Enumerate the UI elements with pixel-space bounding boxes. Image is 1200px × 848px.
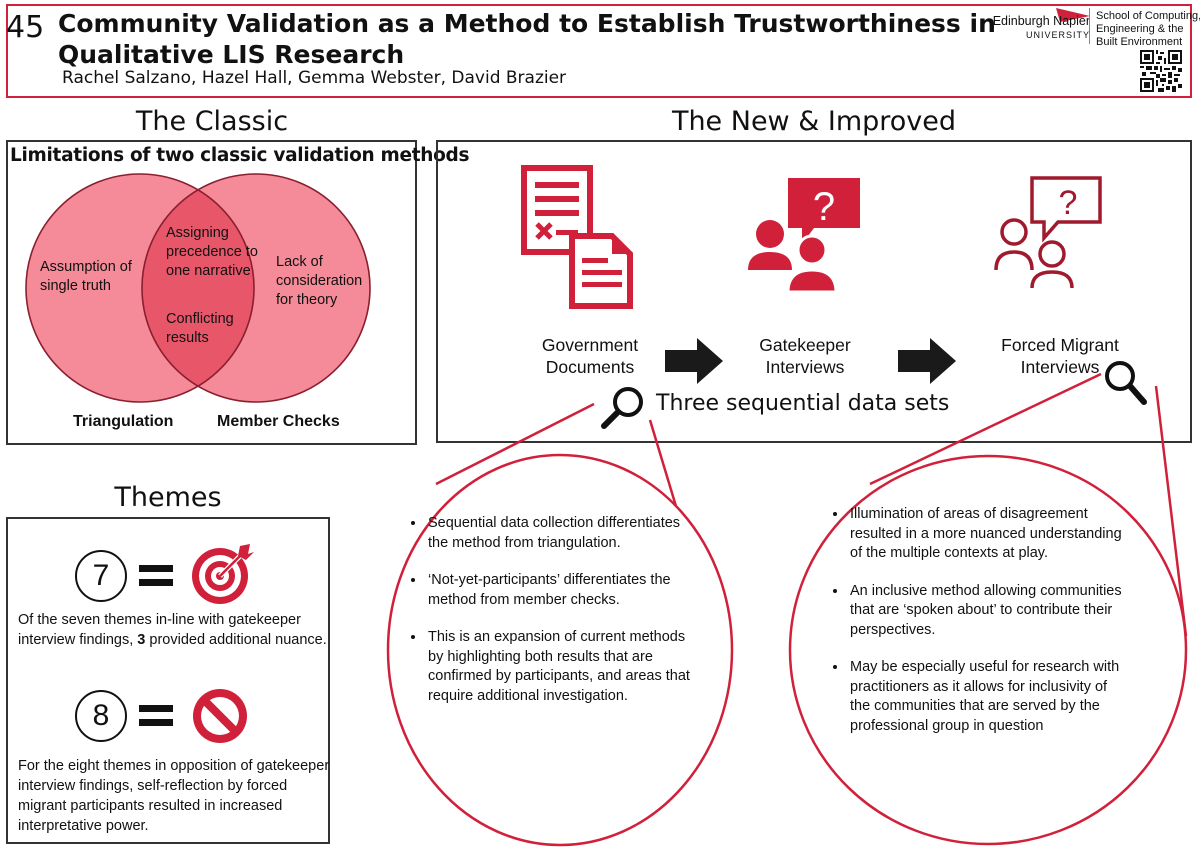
- member-checks-label: Member Checks: [217, 413, 340, 430]
- step-forced-migrant-interviews: Forced Migrant Interviews: [1001, 335, 1119, 377]
- logo-divider: [1089, 8, 1090, 44]
- classic-box: [6, 140, 417, 445]
- venn-overlap: [142, 174, 254, 402]
- list-item: An inclusive method allowing communities…: [848, 582, 1126, 641]
- arrow-right-icon: [665, 338, 723, 384]
- theme-count-8: 8: [75, 690, 127, 742]
- theme-description-1: Of the seven themes in-line with gatekee…: [18, 612, 327, 648]
- theme-description-2: For the eight themes in opposition of ga…: [18, 758, 330, 834]
- right-callout-bubble: [788, 454, 1188, 846]
- list-item: ‘Not-yet-participants’ differentiates th…: [426, 571, 704, 610]
- classic-subtitle: Limitations of two classic validation me…: [10, 145, 470, 166]
- list-item: This is an expansion of current methods …: [426, 628, 704, 706]
- data-sets-label: Three sequential data sets: [656, 391, 950, 416]
- poster-number: 45: [6, 10, 45, 45]
- school-name-line: Built Environment: [1096, 36, 1183, 48]
- poster-title-line-2: Qualitative LIS Research: [58, 40, 405, 69]
- step-government-documents: Government Documents: [541, 335, 639, 377]
- university-word: UNIVERSITY: [1025, 30, 1090, 40]
- new-improved-heading: The New & Improved: [671, 106, 957, 137]
- list-item: May be especially useful for research wi…: [848, 658, 1126, 736]
- school-name-line: School of Computing,: [1096, 10, 1200, 22]
- step-gatekeeper-interviews: Gatekeeper Interviews: [759, 335, 851, 377]
- equals-sign: [139, 579, 173, 586]
- left-callout-bubble: [386, 453, 734, 847]
- interview-outline-icon: ?: [994, 176, 1102, 289]
- authors: Rachel Salzano, Hazel Hall, Gemma Webste…: [62, 68, 567, 88]
- left-bubble-text: Sequential data collection differentiate…: [404, 514, 704, 724]
- list-item: Sequential data collection differentiate…: [426, 514, 704, 553]
- triangulation-label: Triangulation: [73, 413, 174, 430]
- svg-text:?: ?: [1059, 184, 1078, 222]
- equals-sign: [139, 705, 173, 712]
- university-name: Edinburgh Napier: [992, 14, 1090, 28]
- magnifier-icon: [601, 387, 643, 429]
- venn-diagram: [25, 173, 371, 403]
- venn-overlap-top-text: Assigning precedence to one narrative: [166, 225, 258, 279]
- venn-overlap-bottom-text: Conflicting results: [166, 311, 234, 346]
- arrow-right-icon: [898, 338, 956, 384]
- list-item: Illumination of areas of disagreement re…: [848, 505, 1126, 564]
- themes-heading: Themes: [114, 482, 222, 513]
- equals-sign: [139, 719, 173, 726]
- interview-icon: ?: [748, 178, 860, 294]
- napier-flag-icon: [1056, 8, 1090, 22]
- documents-icon: [521, 165, 633, 309]
- theme-count-7: 7: [75, 550, 127, 602]
- university-logo: Edinburgh Napier UNIVERSITY: [960, 8, 1090, 48]
- prohibited-icon: [193, 689, 247, 743]
- themes-box: [6, 517, 330, 844]
- right-bubble-list: Illumination of areas of disagreement re…: [826, 505, 1126, 736]
- equals-sign: [139, 565, 173, 572]
- magnifier-icon: [1105, 361, 1147, 405]
- left-bubble-list: Sequential data collection differentiate…: [404, 514, 704, 706]
- right-bubble-text: Illumination of areas of disagreement re…: [826, 505, 1126, 754]
- new-improved-box: [436, 140, 1192, 443]
- poster-title-line-1: Community Validation as a Method to Esta…: [58, 9, 996, 38]
- school-name-line: Engineering & the: [1096, 23, 1184, 35]
- header-box: [6, 4, 1192, 98]
- venn-left-text: Assumption of single truth: [40, 259, 132, 294]
- classic-heading: The Classic: [135, 106, 289, 137]
- venn-right-text: Lack of consideration for theory: [276, 254, 363, 308]
- svg-text:?: ?: [813, 185, 835, 229]
- qr-code-icon[interactable]: [1140, 50, 1182, 92]
- target-icon: [192, 544, 254, 604]
